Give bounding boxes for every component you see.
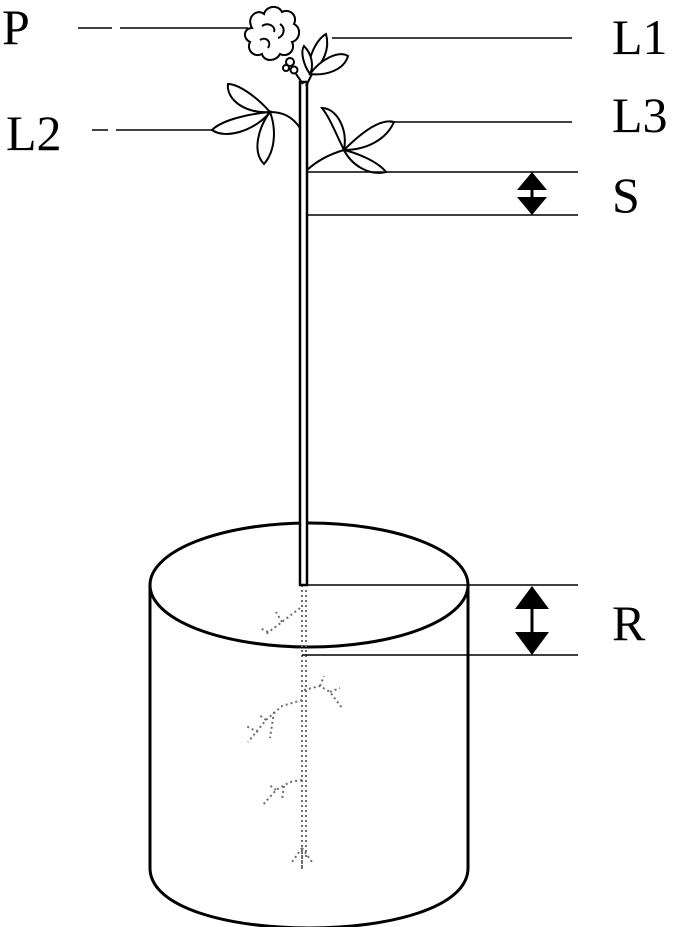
panicle-head — [244, 6, 300, 61]
root-branch — [259, 607, 301, 635]
leader-lines — [78, 27, 578, 656]
petiole — [305, 73, 313, 87]
root-segment-arrow — [515, 586, 549, 655]
label-l3: L3 — [612, 87, 668, 143]
leaf-l3 — [306, 106, 396, 174]
leaflet — [341, 120, 396, 152]
pot — [148, 521, 470, 927]
leaflet — [210, 110, 273, 135]
leaflet — [319, 106, 346, 154]
label-s: S — [612, 167, 640, 223]
panicle-bud — [289, 65, 299, 75]
root-branch — [261, 779, 303, 807]
panicle — [244, 6, 304, 85]
root-tip — [291, 847, 313, 872]
leaflet — [256, 109, 275, 166]
stem — [298, 80, 309, 587]
panicle-detail — [259, 23, 285, 49]
stem-segment-arrow — [517, 172, 547, 215]
panicle-peduncle — [295, 73, 304, 85]
pot-body — [148, 585, 470, 927]
panicle-bud — [282, 64, 290, 72]
leaflet — [301, 44, 313, 76]
arrow-head-up — [515, 586, 549, 609]
root-system — [245, 585, 343, 872]
petiole — [306, 149, 345, 171]
leaflet — [226, 82, 273, 114]
label-p: P — [2, 0, 30, 55]
arrow-head-down — [515, 632, 549, 655]
label-l1: L1 — [612, 9, 668, 65]
leaflet — [308, 53, 350, 76]
panicle-bud — [285, 57, 295, 67]
root-branch — [245, 699, 303, 743]
arrow-head-up — [517, 172, 547, 190]
leaf-l1 — [301, 32, 350, 87]
leaflet — [342, 148, 388, 174]
stem-body — [298, 80, 309, 587]
label-l2: L2 — [6, 105, 62, 161]
label-r: R — [612, 595, 646, 651]
arrow-head-down — [517, 197, 547, 215]
leaf-l2 — [210, 82, 301, 166]
root-branch — [303, 675, 343, 709]
petiole — [269, 111, 301, 129]
